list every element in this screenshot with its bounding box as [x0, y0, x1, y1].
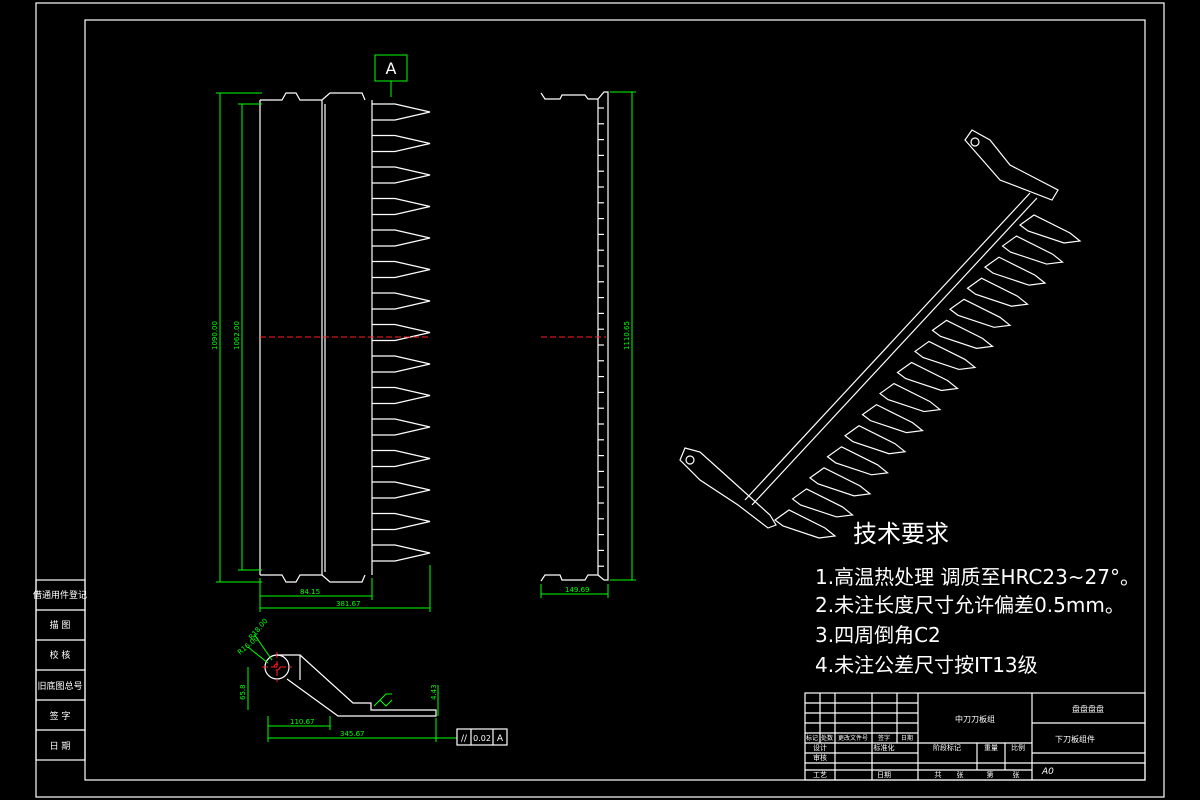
tooth	[372, 134, 431, 153]
mid-scale: 比例	[1011, 743, 1025, 752]
tooth	[372, 103, 431, 121]
tooth	[372, 323, 431, 342]
mid-stage: 阶段标记	[933, 743, 961, 752]
tech-item-1: 1.高温热处理 调质至HRC23~27°。	[815, 565, 1140, 589]
side-cell-3: 校 核	[50, 649, 71, 661]
hdr-change-doc: 更改文件号	[838, 734, 868, 742]
detail-view: R18.00 R16.00 65.8 4.43 110.67 345.67	[236, 617, 457, 742]
dim-detail-width-1: 110.67	[290, 718, 315, 726]
hdr-count: 处数	[821, 734, 833, 742]
iso-tooth	[896, 361, 959, 392]
inner-border	[84, 19, 1146, 781]
tech-item-2: 2.未注长度尺寸允许偏差0.5mm。	[815, 593, 1125, 617]
tech-requirements: 技术要求 1.高温热处理 调质至HRC23~27°。 2.未注长度尺寸允许偏差0…	[815, 520, 1140, 677]
hdr-date: 日期	[901, 734, 913, 742]
sheet-total-suffix: 张	[957, 770, 964, 779]
iso-tooth	[861, 403, 924, 434]
sheet-total-prefix: 共	[935, 770, 942, 779]
svg-text:A: A	[386, 59, 397, 78]
side-cell-2: 描 图	[50, 619, 71, 631]
date-label: 日期	[877, 771, 891, 779]
side-cell-5: 签 字	[50, 710, 71, 722]
iso-tooth	[791, 488, 854, 518]
std-label: 标准化	[874, 743, 895, 752]
drawing-no: 下刀板组件	[1055, 734, 1095, 744]
tolerance-value: 0.02	[473, 734, 491, 743]
tooth	[372, 355, 431, 373]
tooth	[372, 418, 431, 436]
title-block: 标记 处数 更改文件号 签字 日期 设计 审核 工艺 标准化 日期 中刀刀板组 …	[804, 692, 1146, 781]
isometric-view	[679, 129, 1082, 539]
dim-tooth-span: 1062.00	[233, 321, 241, 350]
iso-tooth	[948, 298, 1012, 328]
tooth	[372, 449, 431, 468]
iso-tooth	[773, 509, 837, 539]
mid-weight: 重量	[984, 744, 998, 752]
tech-item-3: 3.四周倒角C2	[815, 623, 941, 647]
side-view: 1110.65 149.69	[540, 91, 636, 598]
tooth	[372, 544, 431, 562]
hdr-mark: 标记	[806, 734, 818, 742]
iso-tooth	[826, 446, 889, 476]
dim-right-height: 1110.65	[623, 321, 631, 350]
dim-detail-width-2: 345.67	[340, 730, 365, 738]
dim-base-width-2: 381.67	[336, 600, 361, 608]
side-cell-6: 日 期	[50, 741, 71, 752]
iso-tooth	[1001, 235, 1064, 265]
row-design: 设计	[813, 743, 827, 752]
iso-tooth	[913, 340, 977, 371]
iso-tooth	[983, 256, 1047, 286]
hdr-sign: 签字	[878, 734, 890, 742]
iso-tooth	[878, 382, 942, 413]
tolerance-frame: // 0.02 A	[456, 728, 508, 746]
tooth	[372, 197, 431, 216]
iso-tooth	[808, 467, 872, 497]
tooth	[372, 512, 431, 531]
dim-base-width-1: 84.15	[300, 588, 320, 596]
dim-overall-length: 1090.00	[211, 321, 219, 350]
tolerance-datum: A	[497, 734, 504, 744]
side-cell-1: 借通用件登记	[33, 589, 87, 601]
side-cell-4: 旧底图总号	[37, 680, 82, 692]
tooth	[372, 229, 431, 247]
iso-tooth	[1018, 214, 1082, 244]
outer-border	[35, 2, 1165, 798]
part-name: 中刀刀板组	[955, 714, 995, 724]
side-record-table: 借通用件登记 描 图 校 核 旧底图总号 签 字 日 期	[33, 579, 87, 761]
tooth	[372, 292, 431, 310]
view-a-label: A	[374, 54, 408, 97]
org-name: 盘盘盘盘	[1072, 704, 1104, 714]
tooth	[372, 260, 431, 279]
sheet-no-prefix: 第	[987, 770, 994, 779]
front-dimensions: 1090.00 1062.00 84.15 381.67	[211, 92, 431, 612]
tech-item-4: 4.未注公差尺寸按IT13级	[815, 653, 1038, 677]
tooth	[372, 166, 431, 184]
tolerance-symbol: //	[461, 734, 468, 744]
tech-title: 技术要求	[853, 520, 949, 548]
dim-detail-height: 65.8	[239, 684, 247, 700]
sheet-scale: A0	[1041, 767, 1054, 777]
sheet-no-suffix: 张	[1013, 770, 1020, 779]
dim-right-width: 149.69	[565, 586, 590, 594]
dim-detail-small: 4.43	[430, 684, 438, 700]
iso-tooth	[966, 277, 1029, 307]
row-process: 工艺	[813, 771, 827, 779]
iso-tooth	[843, 425, 907, 455]
row-review: 审核	[813, 753, 827, 762]
iso-tooth	[931, 319, 994, 349]
tooth	[372, 481, 431, 499]
tooth	[372, 386, 431, 405]
